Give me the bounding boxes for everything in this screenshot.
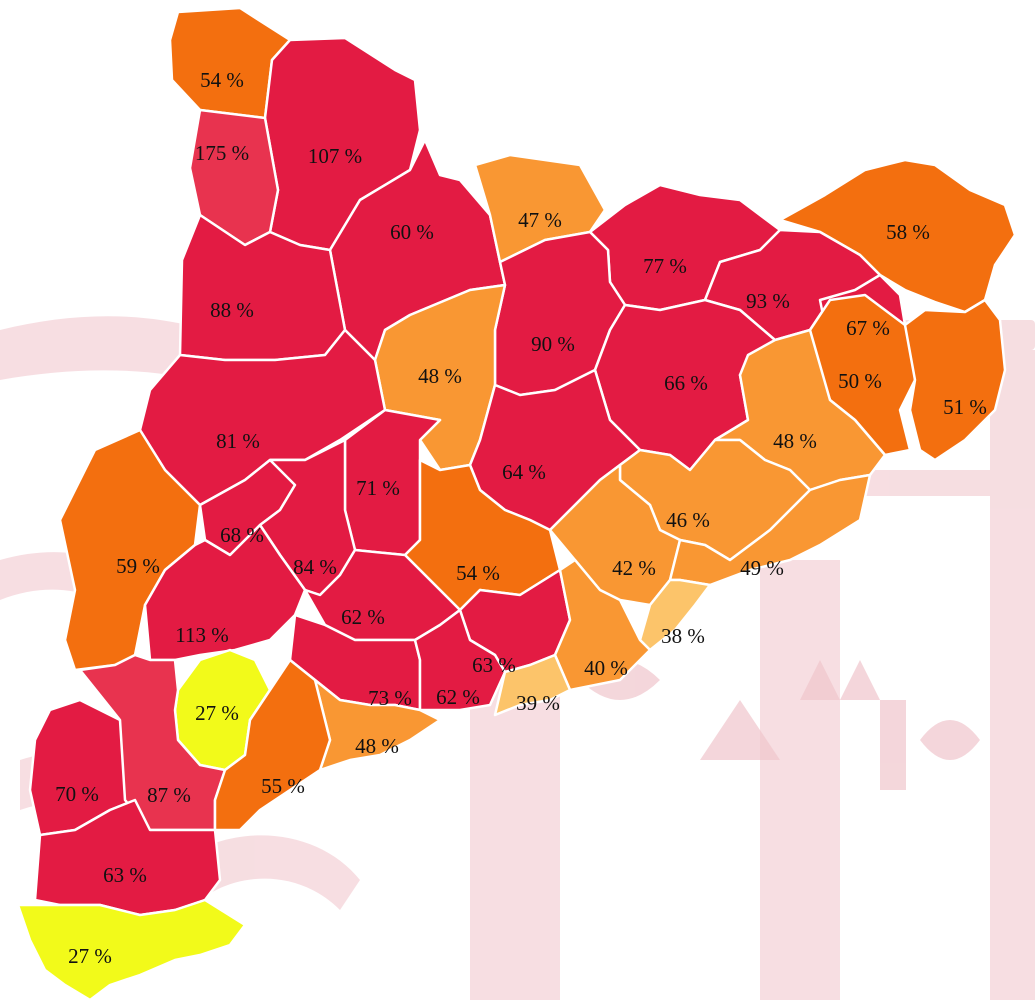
region-15 (903, 298, 1007, 462)
region-label-22: 59 % (116, 554, 160, 578)
region-label-9: 93 % (746, 289, 790, 313)
region-label-19: 64 % (502, 460, 546, 484)
region-label-13: 66 % (664, 371, 708, 395)
region-label-8: 88 % (210, 298, 254, 322)
region-label-24: 54 % (456, 561, 500, 585)
region-label-1: 54 % (200, 68, 244, 92)
region-35 (493, 653, 572, 717)
region-label-21: 68 % (220, 523, 264, 547)
region-label-15: 51 % (943, 395, 987, 419)
region-label-35: 39 % (516, 691, 560, 715)
region-41 (16, 898, 247, 1002)
region-label-34: 62 % (436, 685, 480, 709)
region-label-41: 27 % (68, 944, 112, 968)
region-label-14: 50 % (838, 369, 882, 393)
region-label-37: 70 % (55, 782, 99, 806)
region-label-4: 60 % (390, 220, 434, 244)
region-label-28: 113 % (175, 623, 228, 647)
region-label-20: 46 % (666, 508, 710, 532)
region-label-27: 62 % (341, 605, 385, 629)
region-label-23: 84 % (293, 555, 337, 579)
region-label-29: 38 % (661, 624, 705, 648)
region-label-6: 77 % (643, 254, 687, 278)
region-label-18: 71 % (356, 476, 400, 500)
region-label-40: 63 % (103, 863, 147, 887)
regions-layer (16, 6, 1017, 1002)
region-label-10: 67 % (846, 316, 890, 340)
region-5 (473, 153, 607, 264)
region-label-3: 175 % (195, 141, 249, 165)
region-label-7: 58 % (886, 220, 930, 244)
region-31 (553, 558, 652, 692)
region-label-31: 40 % (584, 656, 628, 680)
region-39 (213, 658, 332, 832)
region-label-25: 42 % (612, 556, 656, 580)
region-label-5: 47 % (518, 208, 562, 232)
region-label-16: 81 % (216, 429, 260, 453)
region-label-30: 63 % (472, 653, 516, 677)
region-label-32: 27 % (195, 701, 239, 725)
region-label-38: 87 % (147, 783, 191, 807)
region-label-12: 48 % (418, 364, 462, 388)
labels-layer: 54 % 107 % 175 % 60 % 47 % 77 % 58 % 88 % 93 % 67… (55, 68, 987, 968)
region-label-33: 73 % (368, 686, 412, 710)
region-label-17: 48 % (773, 429, 817, 453)
region-label-2: 107 % (308, 144, 362, 168)
region-label-11: 90 % (531, 332, 575, 356)
region-label-36: 48 % (355, 734, 399, 758)
region-label-26: 49 % (740, 556, 784, 580)
region-label-39: 55 % (261, 774, 305, 798)
region-22 (58, 428, 202, 672)
